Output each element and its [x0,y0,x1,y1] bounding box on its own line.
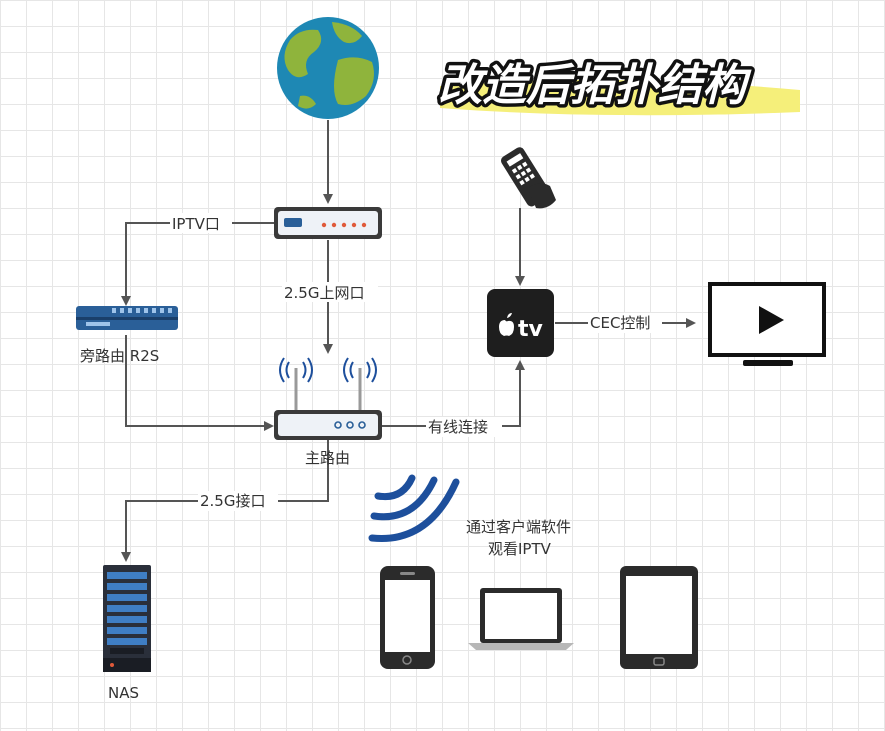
main-router-icon [274,357,382,440]
side-router-icon [76,306,178,330]
modem-icon [274,207,382,239]
connector-labels: IPTV口 2.5G上网口 有线连接 CEC控制 2.5G接口 [170,213,662,511]
modem-to-side-router [121,222,274,306]
title: 改造后拓扑结构 [435,57,800,116]
appletv-icon: tv [487,289,554,357]
label-port-25g: 2.5G接口 [200,492,265,510]
nas-icon [103,565,151,672]
label-cec: CEC控制 [590,314,650,332]
side-router-label: 旁路由 R2S [80,347,159,365]
title-text: 改造后拓扑结构 [438,60,752,111]
globe-icon [277,17,379,119]
tablet-icon [620,566,698,669]
label-uplink: 2.5G上网口 [284,284,364,302]
apple-logo-icon [499,313,514,336]
tv-icon [708,282,826,366]
side-router-to-main-router [125,335,274,431]
label-iptv-port: IPTV口 [172,215,220,233]
client-note-line2: 观看IPTV [488,540,552,558]
wifi-signal-icon [279,357,377,383]
wifi-broadcast-icon [368,474,460,543]
phone-icon [380,566,435,669]
remote-control-icon [501,147,556,209]
client-note-line1: 通过客户端软件 [466,518,571,536]
label-wired: 有线连接 [428,418,488,436]
laptop-icon [468,588,574,650]
main-router-to-appletv [382,360,525,427]
title-highlight [440,79,800,116]
appletv-label: tv [518,317,544,342]
main-router-label: 主路由 [305,449,350,467]
nas-label: NAS [108,684,139,702]
